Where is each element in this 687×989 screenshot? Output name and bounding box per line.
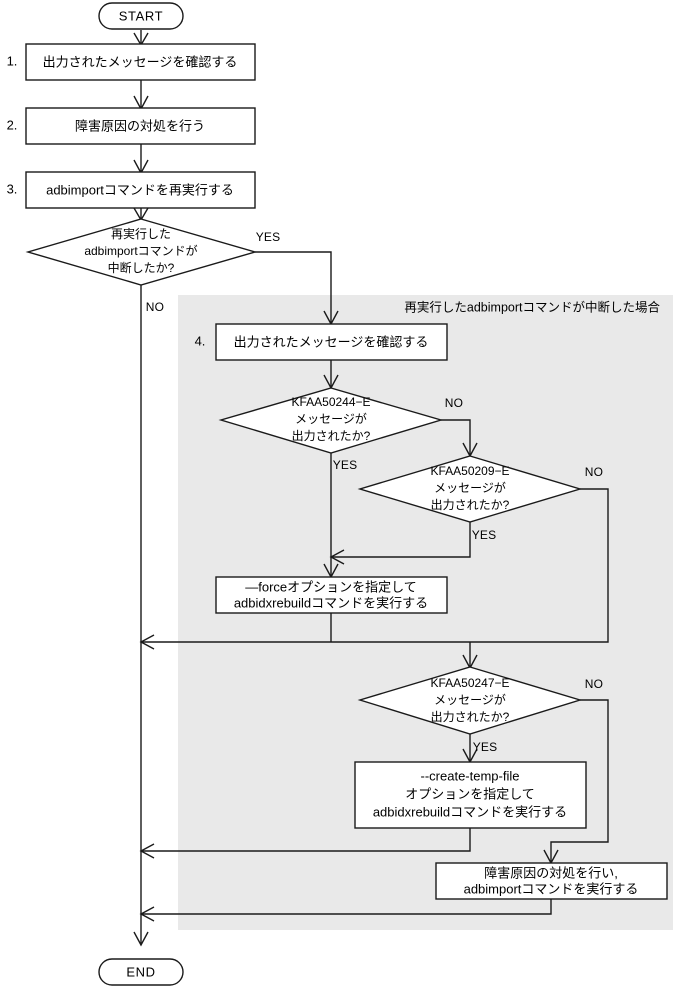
connector-step2-to-step3	[133, 144, 149, 175]
label-kfaa50244-yes: YES	[333, 458, 358, 472]
label-kfaa50247-yes: YES	[473, 740, 498, 754]
interrupted-line3: 中断したか?	[108, 260, 175, 275]
create-temp-line3: adbidxrebuildコマンドを実行する	[373, 804, 567, 819]
step3-number: 3.	[7, 181, 18, 196]
label-kfaa50209-yes: YES	[472, 528, 497, 542]
force-option-line1: —forceオプションを指定して	[245, 579, 417, 594]
decision-kfaa50209: KFAA50209−E メッセージが 出力されたか?	[357, 455, 583, 523]
process-force-option: —forceオプションを指定して adbidxrebuildコマンドを実行する	[215, 576, 448, 614]
kfaa50247-line3: 出力されたか?	[431, 710, 510, 724]
start-label: START	[119, 8, 163, 23]
recover-line2: adbimportコマンドを実行する	[464, 881, 639, 896]
connector-start-to-step1	[133, 30, 149, 47]
create-temp-line1: --create-temp-file	[421, 768, 520, 783]
connector-recover-to-main	[139, 899, 552, 922]
kfaa50209-line2: メッセージが	[434, 480, 506, 495]
recover-line1: 障害原因の対処を行い,	[484, 865, 618, 880]
panel-caption: 再実行したadbimportコマンドが中断した場合	[404, 299, 660, 314]
decision-kfaa50244: KFAA50244−E メッセージが 出力されたか?	[218, 387, 444, 454]
interrupted-line2: adbimportコマンドが	[84, 243, 197, 258]
kfaa50244-line2: メッセージが	[295, 411, 367, 426]
step1-number: 1.	[7, 53, 18, 68]
label-kfaa50209-no: NO	[585, 465, 603, 479]
connector-step3-to-interrupted	[133, 207, 149, 222]
decision-kfaa50247: KFAA50247−E メッセージが 出力されたか?	[357, 666, 583, 735]
connector-step1-to-step2	[133, 80, 149, 111]
connector-kfaa50209-yes	[329, 522, 471, 565]
force-option-line2: adbidxrebuildコマンドを実行する	[234, 595, 428, 610]
end-label: END	[126, 964, 155, 979]
step2-number: 2.	[7, 117, 18, 132]
process-create-temp-file: --create-temp-file オプションを指定して adbidxrebu…	[354, 761, 587, 829]
connector-kfaa50209-no	[139, 488, 609, 650]
label-interrupted-no: NO	[146, 300, 164, 314]
kfaa50244-line1: KFAA50244−E	[291, 395, 370, 409]
connector-createtemp-to-main	[139, 828, 471, 859]
step1-label: 出力されたメッセージを確認する	[43, 54, 238, 69]
process-step2: 2. 障害原因の対処を行う	[7, 107, 256, 145]
kfaa50244-line3: 出力されたか?	[292, 429, 371, 443]
process-recover: 障害原因の対処を行い, adbimportコマンドを実行する	[435, 862, 668, 900]
process-step4: 4. 出力されたメッセージを確認する	[195, 323, 448, 361]
kfaa50209-line1: KFAA50209−E	[430, 464, 509, 478]
step4-number: 4.	[195, 333, 206, 348]
step2-label: 障害原因の対処を行う	[75, 118, 205, 133]
terminator-end: END	[98, 958, 184, 986]
kfaa50247-line1: KFAA50247−E	[430, 676, 509, 690]
kfaa50209-line3: 出力されたか?	[431, 498, 510, 512]
connector-interrupted-no	[133, 285, 149, 947]
step3-label: adbimportコマンドを再実行する	[46, 182, 234, 197]
kfaa50247-line2: メッセージが	[434, 692, 506, 707]
label-kfaa50247-no: NO	[585, 677, 603, 691]
create-temp-line2: オプションを指定して	[405, 786, 535, 801]
label-kfaa50244-no: NO	[445, 396, 463, 410]
decision-interrupted: 再実行した adbimportコマンドが 中断したか?	[25, 218, 258, 286]
terminator-start: START	[98, 2, 184, 30]
interrupted-line1: 再実行した	[111, 226, 171, 241]
step4-label: 出力されたメッセージを確認する	[234, 334, 429, 349]
label-interrupted-yes: YES	[256, 230, 281, 244]
process-step3: 3. adbimportコマンドを再実行する	[7, 171, 256, 209]
process-step1: 1. 出力されたメッセージを確認する	[7, 43, 256, 81]
